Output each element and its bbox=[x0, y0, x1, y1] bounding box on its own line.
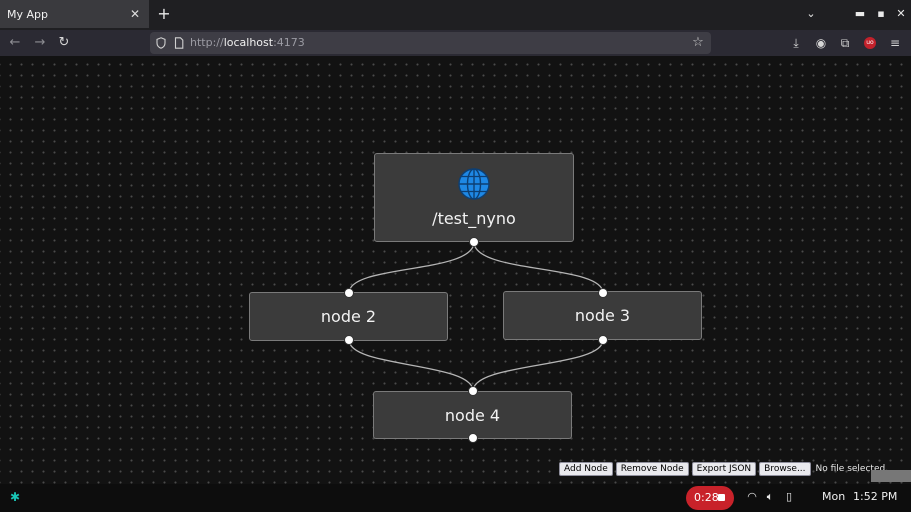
add-node-button[interactable]: Add Node bbox=[559, 461, 613, 476]
node-label: node 4 bbox=[444, 405, 501, 425]
wifi-icon[interactable]: ◠ bbox=[747, 490, 757, 503]
download-icon[interactable]: ⤓ bbox=[793, 36, 799, 50]
node-label: node 2 bbox=[320, 307, 377, 326]
extensions-icon[interactable]: ⧉ bbox=[840, 36, 850, 50]
export-json-button[interactable]: Export JSON bbox=[691, 461, 757, 476]
url-host: localhost bbox=[223, 36, 274, 49]
tab-list-chevron-down-icon[interactable]: ⌄ bbox=[806, 7, 816, 20]
edge-root-node3[interactable] bbox=[473, 241, 604, 294]
handle-node2-target[interactable] bbox=[344, 288, 354, 298]
clock-time[interactable]: 1:52 PM bbox=[853, 490, 898, 503]
edge-root-node2[interactable] bbox=[348, 241, 475, 294]
menu-icon[interactable]: ≡ bbox=[889, 36, 901, 50]
system-shelf: ✱ 0:28 ◠ 🔈︎ ▯ Mon 1:52 PM bbox=[0, 484, 911, 512]
battery-icon[interactable]: ▯ bbox=[785, 490, 793, 503]
screen-recording-button[interactable]: 0:28 bbox=[686, 486, 734, 510]
node-4[interactable]: node 4 bbox=[373, 391, 572, 439]
browse-file-button[interactable]: Browse... bbox=[759, 461, 811, 476]
tab-title: My App bbox=[7, 7, 48, 21]
launcher-star-icon[interactable]: ✱ bbox=[9, 490, 21, 504]
ublock-icon[interactable]: uo bbox=[864, 37, 876, 49]
node-2[interactable]: node 2 bbox=[249, 292, 448, 341]
account-icon[interactable]: ◉ bbox=[815, 36, 827, 50]
flow-canvas[interactable]: /test_nyno node 2 node 3 node 4 Add Node… bbox=[0, 56, 911, 484]
url-prefix: http:// bbox=[190, 36, 224, 49]
clock-day[interactable]: Mon bbox=[822, 490, 846, 503]
maximize-icon[interactable]: ▪ bbox=[877, 7, 885, 20]
file-status: No file selected. bbox=[815, 463, 889, 474]
recording-time: 0:28 bbox=[694, 491, 719, 504]
shield-icon bbox=[156, 37, 166, 49]
reload-icon[interactable]: ↻ bbox=[58, 35, 70, 50]
tab-my-app[interactable]: My App ✕ bbox=[0, 0, 149, 28]
bookmark-star-icon[interactable]: ☆ bbox=[692, 35, 704, 50]
stop-icon bbox=[718, 494, 725, 501]
forward-arrow-icon[interactable]: → bbox=[34, 35, 46, 50]
node-label: node 3 bbox=[574, 306, 631, 325]
url-text: http://localhost:4173 bbox=[190, 36, 305, 49]
edges-layer bbox=[348, 241, 604, 392]
page-icon bbox=[174, 37, 184, 49]
globe-icon bbox=[458, 168, 490, 200]
handle-node4-target[interactable] bbox=[468, 386, 478, 396]
close-window-icon[interactable]: ✕ bbox=[896, 7, 906, 20]
control-panel: Add Node Remove Node Export JSON Browse.… bbox=[559, 461, 888, 476]
back-arrow-icon[interactable]: ← bbox=[9, 35, 21, 50]
node-label: /test_nyno bbox=[432, 209, 516, 228]
handle-root-source[interactable] bbox=[469, 237, 479, 247]
handle-node3-target[interactable] bbox=[598, 288, 608, 298]
volume-icon[interactable]: 🔈︎ bbox=[766, 490, 774, 503]
remove-node-button[interactable]: Remove Node bbox=[615, 461, 689, 476]
tab-strip: My App ✕ + ⌄ ▬ ▪ ✕ bbox=[0, 0, 911, 30]
new-tab-icon[interactable]: + bbox=[157, 4, 171, 23]
handle-node4-source[interactable] bbox=[468, 433, 478, 443]
handle-node3-source[interactable] bbox=[598, 335, 608, 345]
handle-node2-source[interactable] bbox=[344, 335, 354, 345]
scroll-indicator bbox=[871, 470, 911, 482]
navigation-bar: ← → ↻ http://localhost:4173 ☆ ⤓ ◉ ⧉ uo ≡ bbox=[0, 30, 911, 56]
edge-node2-node4[interactable] bbox=[348, 339, 474, 392]
url-bar[interactable]: http://localhost:4173 ☆ bbox=[150, 32, 711, 54]
url-port: :4173 bbox=[273, 36, 305, 49]
close-tab-icon[interactable]: ✕ bbox=[129, 7, 141, 21]
edge-node3-node4[interactable] bbox=[472, 339, 604, 392]
node-root[interactable]: /test_nyno bbox=[374, 153, 574, 242]
node-3[interactable]: node 3 bbox=[503, 291, 702, 340]
minimize-icon[interactable]: ▬ bbox=[854, 7, 866, 20]
